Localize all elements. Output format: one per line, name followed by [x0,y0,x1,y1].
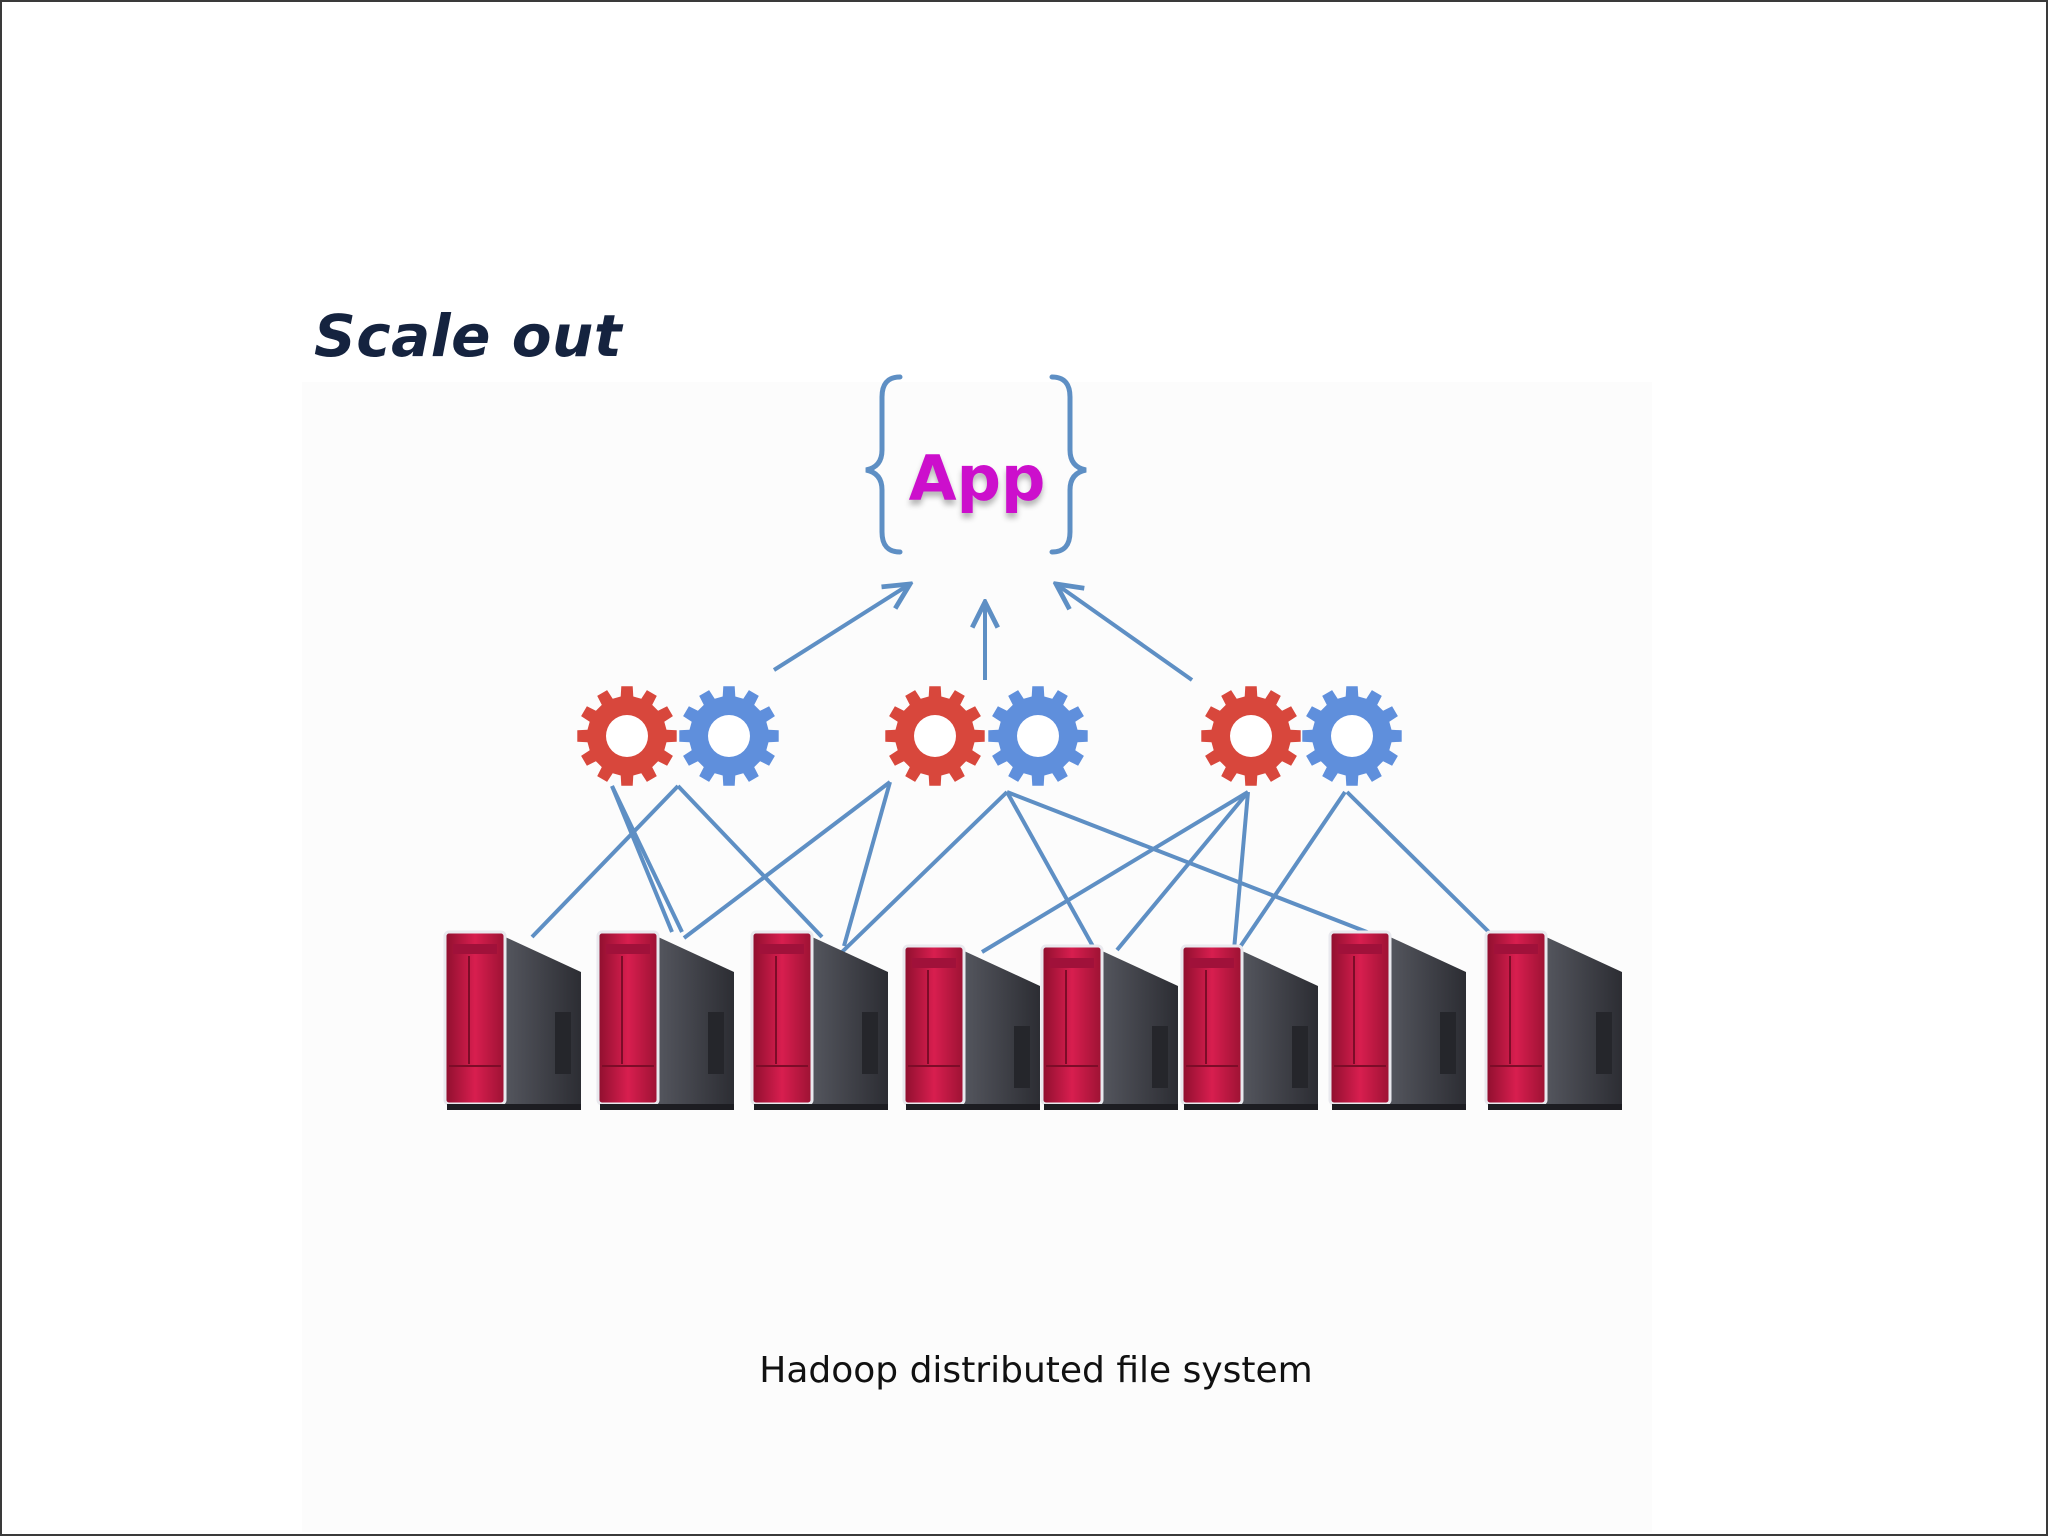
link-line [676,784,824,939]
server-tower-icon [1180,944,1318,1110]
slide-title: Scale out [314,302,623,370]
server-tower-icon [1040,944,1178,1110]
link-line [682,780,892,940]
server-tower-icon [902,944,1040,1110]
gear-icon [1201,686,1301,786]
gear-icon [1302,686,1402,786]
app-arrows [772,584,1194,682]
server-tower-icon [750,930,888,1110]
link-line [1232,791,1250,951]
link-line [840,790,1009,954]
gear-icon [679,686,779,786]
link-line [1236,790,1347,952]
app-label: App [908,442,1046,515]
server-tower-icon [443,930,581,1110]
right-brace-icon [1049,374,1087,555]
link-line [1006,790,1373,936]
link-line [1345,790,1499,942]
link-line [530,784,680,939]
arrow-right [1056,584,1194,682]
left-brace-icon [865,374,903,555]
server-tower-icon [596,930,734,1110]
link-line [980,790,1250,954]
server-cluster [443,930,1622,1110]
arrow-left [772,584,910,672]
caption: Hadoop distributed file system [759,1350,1313,1391]
link-line [610,785,684,933]
server-tower-icon [1484,930,1622,1110]
gear-pairs [577,686,1402,786]
gear-icon [577,686,677,786]
gear-icon [885,686,985,786]
link-line [1005,791,1097,951]
gear-icon [988,686,1088,786]
link-line [842,781,892,947]
link-line [1115,790,1250,952]
gear-server-links [530,780,1499,954]
server-tower-icon [1328,930,1466,1110]
